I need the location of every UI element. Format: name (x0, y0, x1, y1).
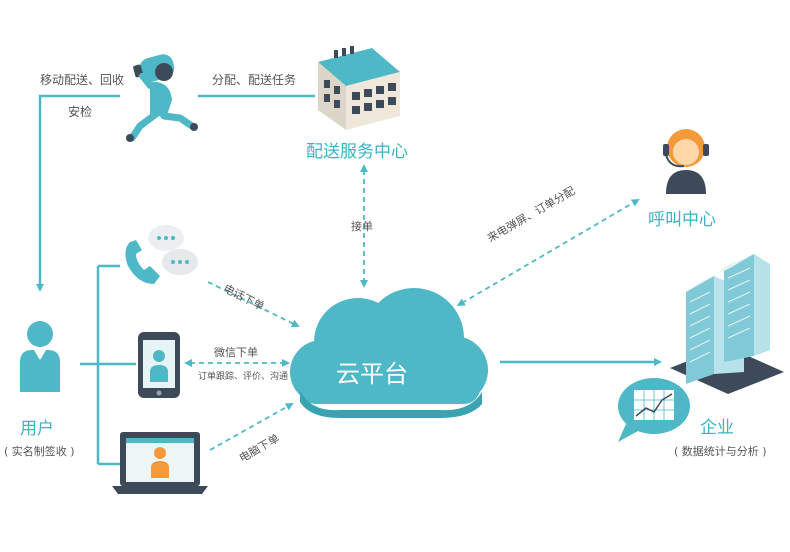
edge-label-mobile-delivery: 移动配送、回收 (40, 73, 125, 87)
enterprise-note: ( 数据统计与分析 ) (674, 445, 767, 458)
chart-bubble-icon (618, 378, 690, 442)
call-center-title: 呼叫中心 (648, 210, 716, 230)
edge-label-accept-order: 接单 (351, 220, 373, 233)
pc-cloud-dashed (209, 403, 294, 451)
user-title: 用户 (20, 419, 54, 439)
edge-label-security-check: 安检 (68, 105, 93, 119)
edge-label-order-tracking: 订单跟踪、评价、沟通 (198, 372, 289, 382)
edge-label-assign-tasks: 分配、配送任务 (212, 73, 297, 87)
user-icon (20, 321, 60, 392)
phone-icon (125, 225, 198, 284)
mobile-icon (138, 332, 180, 398)
user-bracket-line (80, 264, 136, 466)
laptop-icon (112, 432, 208, 494)
connectors (36, 94, 662, 466)
courier-to-user-line (36, 94, 120, 292)
cloud-platform-title: 云平台 (336, 360, 408, 388)
edge-label-wechat-order: 微信下单 (214, 346, 258, 359)
operator-icon (663, 129, 709, 194)
enterprise-building-icon (670, 254, 784, 394)
phone-cloud-dashed (207, 281, 300, 327)
building-icon (318, 46, 400, 130)
user-note: ( 实名制签收 ) (4, 445, 75, 458)
courier-icon (126, 54, 198, 142)
dispatch-center-title: 配送服务中心 (306, 142, 408, 162)
enterprise-title: 企业 (700, 418, 734, 438)
cloud-shape (290, 288, 488, 418)
cloud-callcenter-dashed (456, 198, 640, 307)
